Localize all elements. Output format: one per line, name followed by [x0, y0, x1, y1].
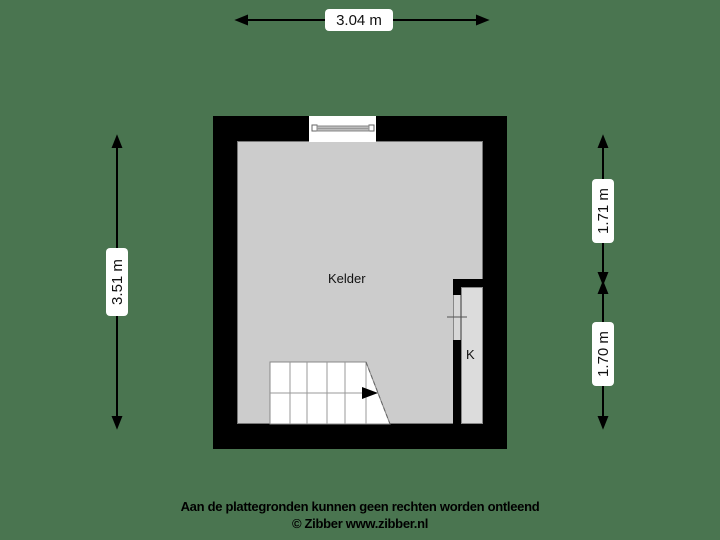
stairs-icon [269, 361, 391, 425]
room-label-kelder: Kelder [328, 271, 366, 286]
closet-floor [461, 287, 483, 424]
dimension-right-lower: 1.70 m [592, 322, 614, 386]
dimension-right-upper: 1.71 m [592, 179, 614, 243]
footer-copyright: © Zibber www.zibber.nl [291, 516, 429, 531]
window-glass [311, 124, 375, 132]
footer-disclaimer: Aan de plattegronden kunnen geen rechten… [180, 499, 540, 514]
room-label-closet: K [466, 347, 475, 362]
dimension-left-height: 3.51 m [106, 248, 128, 316]
dimension-top-width: 3.04 m [325, 9, 393, 31]
closet-partition-wall [453, 279, 483, 287]
closet-partition-wall-vertical [453, 279, 461, 424]
